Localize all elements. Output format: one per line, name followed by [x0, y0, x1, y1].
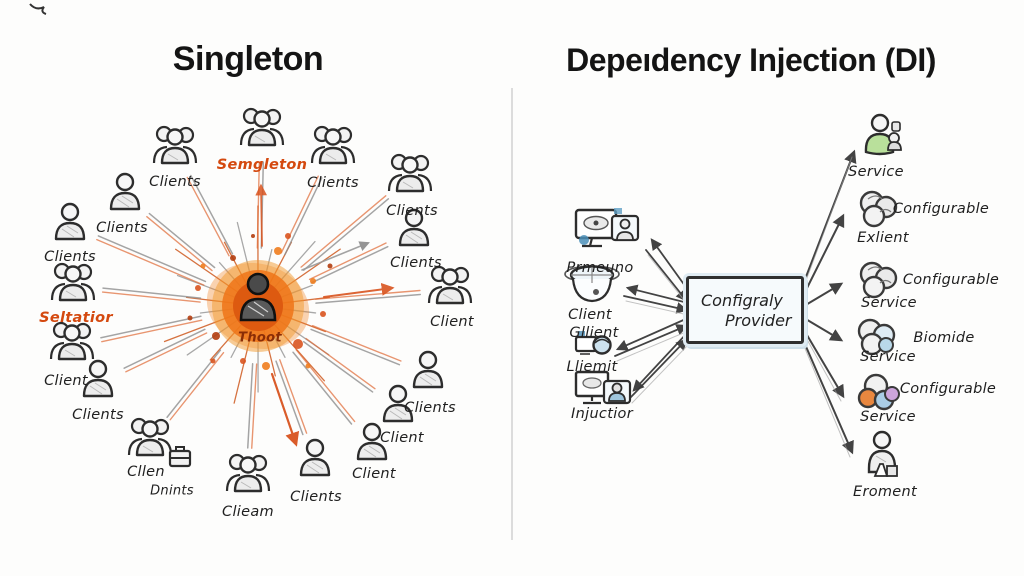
briefcase-icon [168, 446, 192, 468]
singleton-hub-label: Thoot [238, 330, 282, 346]
singleton-client-icon [82, 359, 114, 398]
singleton-client-label: Clients [96, 220, 148, 236]
singleton-client-label: Client [430, 314, 474, 330]
singleton-client-label: Seltatior [39, 310, 113, 326]
singleton-client-icon [299, 438, 331, 477]
di-service-label: Eroment [852, 484, 918, 500]
di-client-label: Client [568, 307, 612, 323]
singleton-client-label: Client [380, 430, 424, 446]
di-service-label: Service [861, 295, 917, 311]
di-service-side-label: Biomide [913, 330, 975, 346]
singleton-client-label: Clieam [222, 504, 274, 520]
singleton-client-label: Clients [72, 407, 124, 423]
di-client-label: Prmeuno [566, 260, 634, 276]
di-service-side-label: Configurable [899, 381, 997, 397]
provider-box-line1: Configraly [701, 290, 783, 310]
di-title: Depeıdency Injection (DI) [566, 42, 936, 78]
singleton-client-icon [152, 125, 198, 165]
singleton-client-icon [50, 262, 96, 302]
singleton-client-label: Semgleton [216, 157, 308, 173]
di-service-icon [857, 318, 896, 356]
di-client-icon [564, 265, 620, 303]
singleton-client-label: Clients [44, 249, 96, 265]
singleton-client-icon [127, 417, 173, 457]
singleton-client-label: Clients [390, 255, 442, 271]
di-service-icon [857, 373, 900, 411]
singleton-client-icon [387, 153, 433, 193]
di-client-icon [574, 370, 632, 405]
singleton-client-icon [427, 265, 473, 305]
singleton-client-icon [412, 350, 444, 389]
singleton-client-sublabel: Dnints [150, 483, 194, 499]
singleton-client-icon [54, 202, 86, 241]
di-service-side-label: Configurable [902, 272, 1000, 288]
di-client-icon [574, 208, 640, 248]
singleton-client-icon [239, 107, 285, 147]
singleton-client-label: Clients [404, 400, 456, 416]
provider-box-line2: Provider [725, 310, 792, 330]
di-service-icon [859, 261, 898, 299]
singleton-client-label: Clients [290, 489, 342, 505]
singleton-hub-icon [239, 272, 277, 322]
di-client-label: Lliemit [566, 359, 618, 375]
panel-divider [511, 88, 513, 540]
corner-mark [29, 3, 47, 15]
di-service-icon [867, 430, 898, 477]
singleton-client-label: Cllen [127, 464, 165, 480]
di-service-label: Service [860, 349, 916, 365]
di-arrows [614, 149, 857, 458]
singleton-client-icon [225, 453, 271, 493]
singleton-client-icon [109, 172, 141, 211]
di-service-label: Service [848, 164, 904, 180]
di-client-icon [574, 331, 612, 355]
singleton-client-label: Clients [307, 175, 359, 191]
singleton-client-label: Clients [149, 174, 201, 190]
singleton-title: Singleton [172, 40, 324, 78]
di-service-icon [864, 113, 902, 156]
di-service-label: Exlient [857, 230, 909, 246]
singleton-client-label: Client [352, 466, 396, 482]
singleton-client-icon [398, 208, 430, 247]
singleton-client-icon [356, 422, 388, 461]
di-service-icon [859, 190, 898, 228]
singleton-client-icon [310, 125, 356, 165]
singleton-client-label: Clients [386, 203, 438, 219]
singleton-client-icon [382, 384, 414, 423]
di-client-label: Injuctior [571, 406, 633, 422]
di-service-side-label: Configurable [892, 201, 990, 217]
provider-box: Configraly Provider [686, 276, 804, 344]
singleton-client-icon [49, 321, 95, 361]
singleton-client-label: Client [44, 373, 88, 389]
di-service-label: Service [860, 409, 916, 425]
di-client-label2: Gllient [569, 325, 619, 341]
